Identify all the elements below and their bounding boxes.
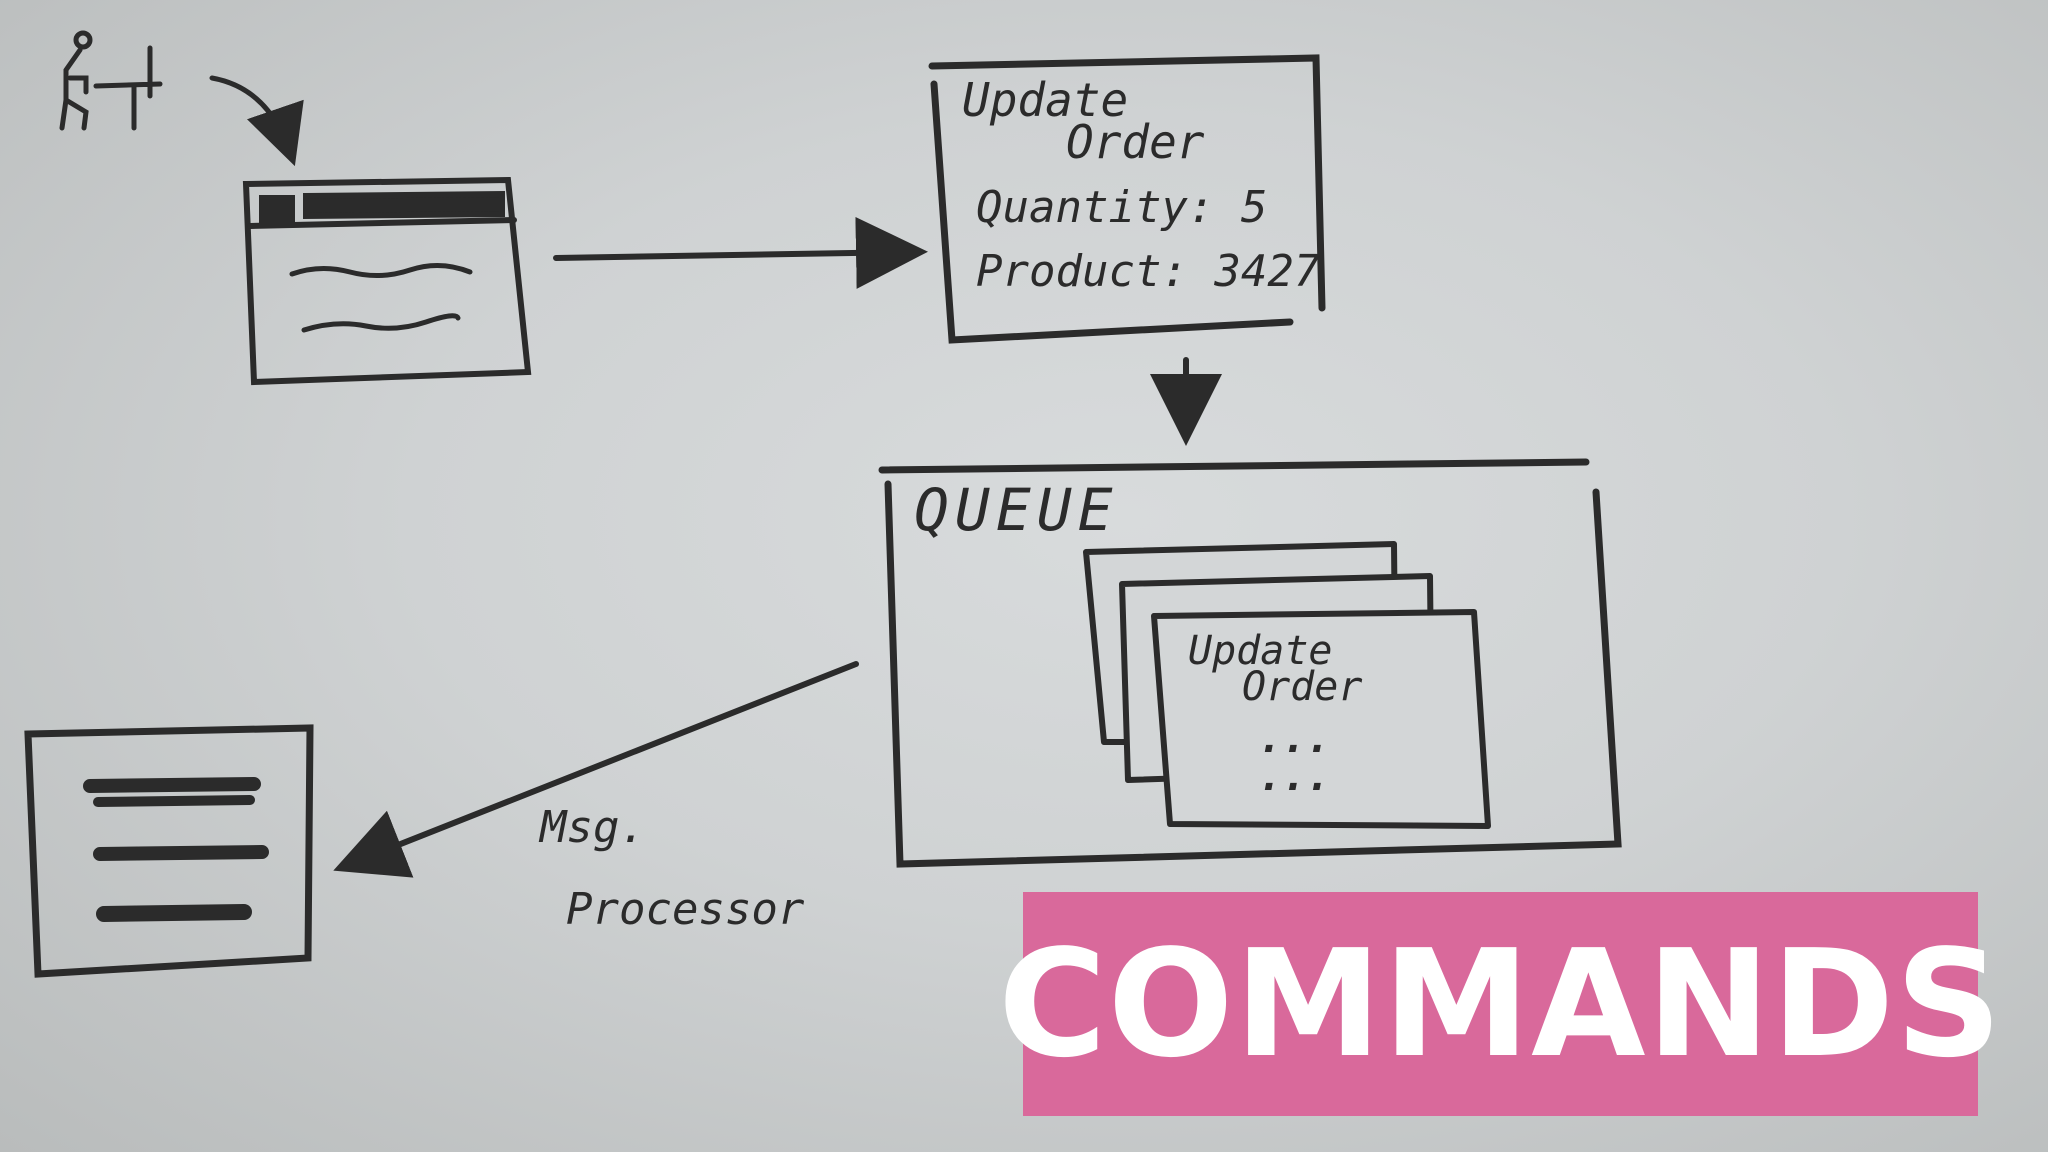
command-quantity: Quantity: 5 [976, 182, 1267, 233]
message-title-line1: Update [1188, 628, 1333, 674]
banner-title: COMMANDS [998, 918, 2003, 1090]
document-icon [24, 724, 314, 978]
command-card: Update Order Quantity: 5 Product: 3427 [928, 54, 1326, 344]
command-title-line1: Update [962, 73, 1128, 127]
processor-label-line2: Processor [566, 884, 805, 935]
queue-container: QUEUE Update Order ... ... [878, 458, 1622, 868]
message-title-line2: Order [1242, 664, 1362, 710]
queue-label: QUEUE [914, 476, 1119, 544]
browser-to-command-arrow [553, 216, 928, 289]
message-ellipsis-2: ... [1258, 754, 1330, 800]
user-at-desk-icon [59, 30, 163, 131]
command-product: Product: 3427 [976, 246, 1321, 297]
browser-window-icon [242, 176, 532, 386]
queued-message-stack [1083, 541, 1491, 829]
user-to-browser-arrow [209, 75, 304, 167]
processor-label-line1: Msg. [538, 802, 646, 853]
command-title-line2: Order [1066, 115, 1205, 169]
title-banner: COMMANDS [998, 892, 2002, 1116]
message-ellipsis-1: ... [1258, 716, 1330, 762]
queue-to-document-arrow [333, 661, 859, 878]
